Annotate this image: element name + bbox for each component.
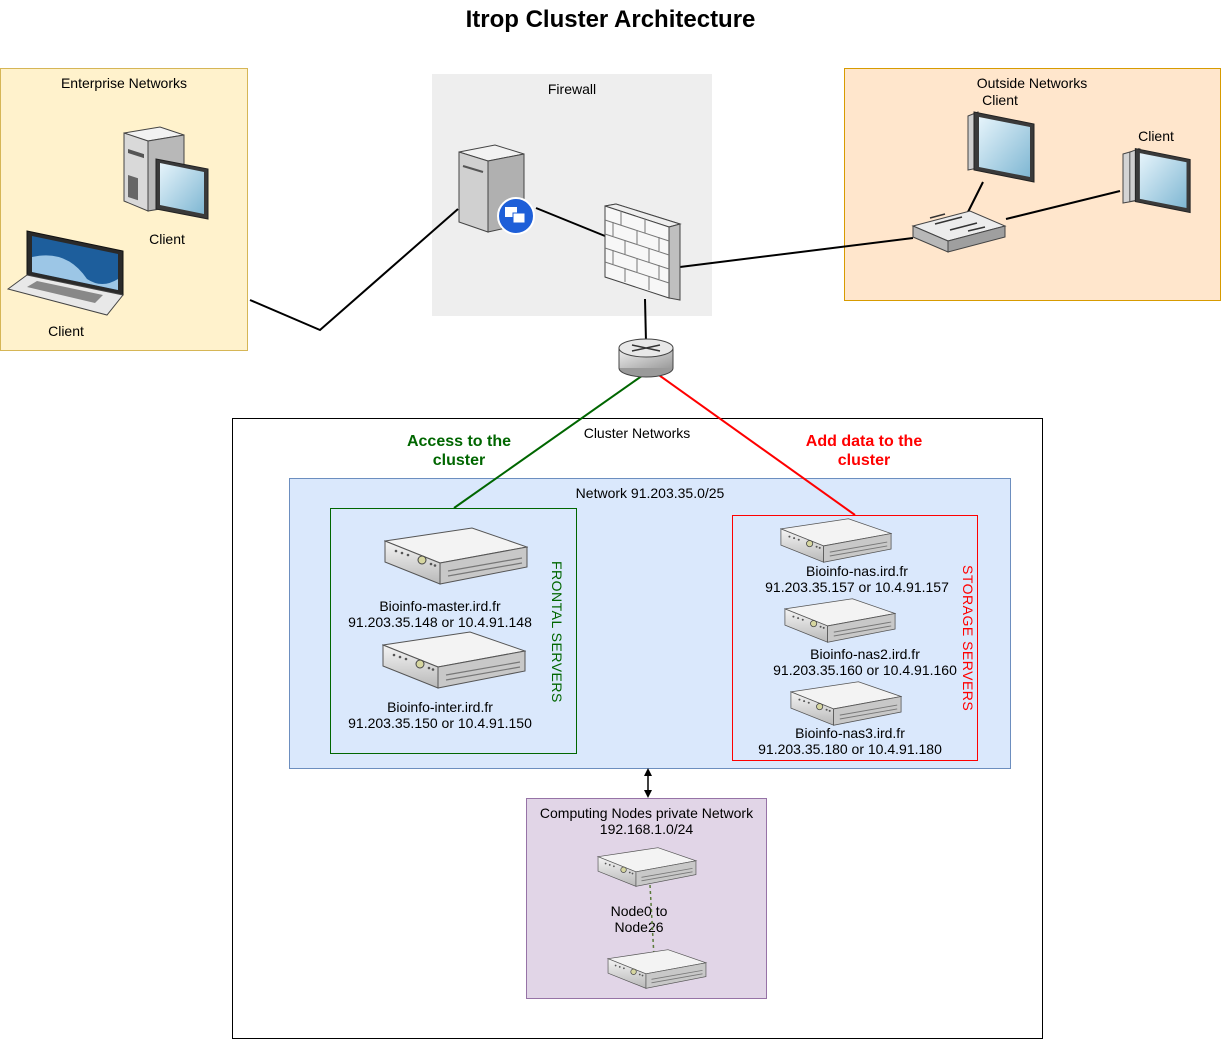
enterprise-to-firewall-link <box>249 208 459 332</box>
server-to-firewall-link <box>535 207 606 237</box>
connectors <box>249 181 1121 958</box>
frontal-server-2-name: Bioinfo-inter.ird.fr <box>387 699 493 715</box>
compute-network-label: Computing Nodes private Network <box>539 805 754 821</box>
storage-server-3-ip: 91.203.35.180 or 10.4.91.180 <box>758 741 942 757</box>
frontal-server-1-ip: 91.203.35.148 or 10.4.91.148 <box>348 614 532 630</box>
compute-nodes-dashed-link <box>649 884 655 958</box>
firewall-label: Firewall <box>547 81 597 97</box>
frontal-servers-group <box>330 508 577 754</box>
storage-server-1-ip: 91.203.35.157 or 10.4.91.157 <box>765 579 949 595</box>
add-data-cluster-label: Add data to the cluster <box>805 433 923 469</box>
laptop-client-icon <box>7 230 124 316</box>
frontal-server-1-name: Bioinfo-master.ird.fr <box>379 598 501 614</box>
enterprise-client-laptop-label: Client <box>48 323 84 339</box>
storage-server-3-name: Bioinfo-nas3.ird.fr <box>795 725 905 741</box>
access-link <box>453 372 647 509</box>
frontal-server-2-icon <box>382 631 526 689</box>
public-network-label: Network 91.203.35.0/25 <box>575 485 725 501</box>
arrow-up-icon <box>644 768 652 776</box>
firewall-to-switch-link <box>679 237 914 268</box>
frontal-server-2-ip: 91.203.35.150 or 10.4.91.150 <box>348 715 532 731</box>
frontal-server-1-icon <box>384 527 528 585</box>
diagram-title: Itrop Cluster Architecture <box>465 6 756 33</box>
outside-client-1-icon <box>967 111 1035 183</box>
enterprise-client-desktop-label: Client <box>149 231 185 247</box>
storage-server-1-name: Bioinfo-nas.ird.fr <box>806 563 908 579</box>
firewall-icon <box>604 203 682 301</box>
switch-to-client1-link <box>967 181 984 213</box>
compute-node-last-icon <box>607 949 707 989</box>
outside-client-2-icon <box>1122 148 1191 214</box>
storage-server-3-icon <box>790 681 902 726</box>
compute-node-first-icon <box>597 847 697 887</box>
storage-server-2-ip: 91.203.35.160 or 10.4.91.160 <box>773 662 957 678</box>
desktop-client-icon <box>123 126 209 220</box>
storage-servers-group <box>732 515 978 761</box>
arrow-down-icon <box>644 790 652 798</box>
router-icon <box>618 338 674 378</box>
cluster-networks-label: Cluster Networks <box>583 425 691 441</box>
storage-server-2-name: Bioinfo-nas2.ird.fr <box>810 646 920 662</box>
switch-icon <box>911 210 1007 253</box>
outside-client-1-label: Client <box>982 92 1018 108</box>
compute-network-subnet: 192.168.1.0/24 <box>599 821 694 837</box>
outside-client-2-label: Client <box>1138 128 1174 144</box>
outside-networks-label: Outside Networks <box>976 75 1088 91</box>
proxy-server-icon <box>458 144 535 235</box>
enterprise-networks-label: Enterprise Networks <box>60 75 188 91</box>
switch-to-client2-link <box>1005 190 1121 220</box>
compute-nodes-label: Node0 to Node26 <box>610 903 668 935</box>
storage-server-2-icon <box>784 598 896 643</box>
add-data-link <box>655 372 856 516</box>
firewall-to-router-link <box>644 298 647 343</box>
access-cluster-label: Access to the cluster <box>406 433 512 469</box>
storage-server-1-icon <box>780 518 892 563</box>
